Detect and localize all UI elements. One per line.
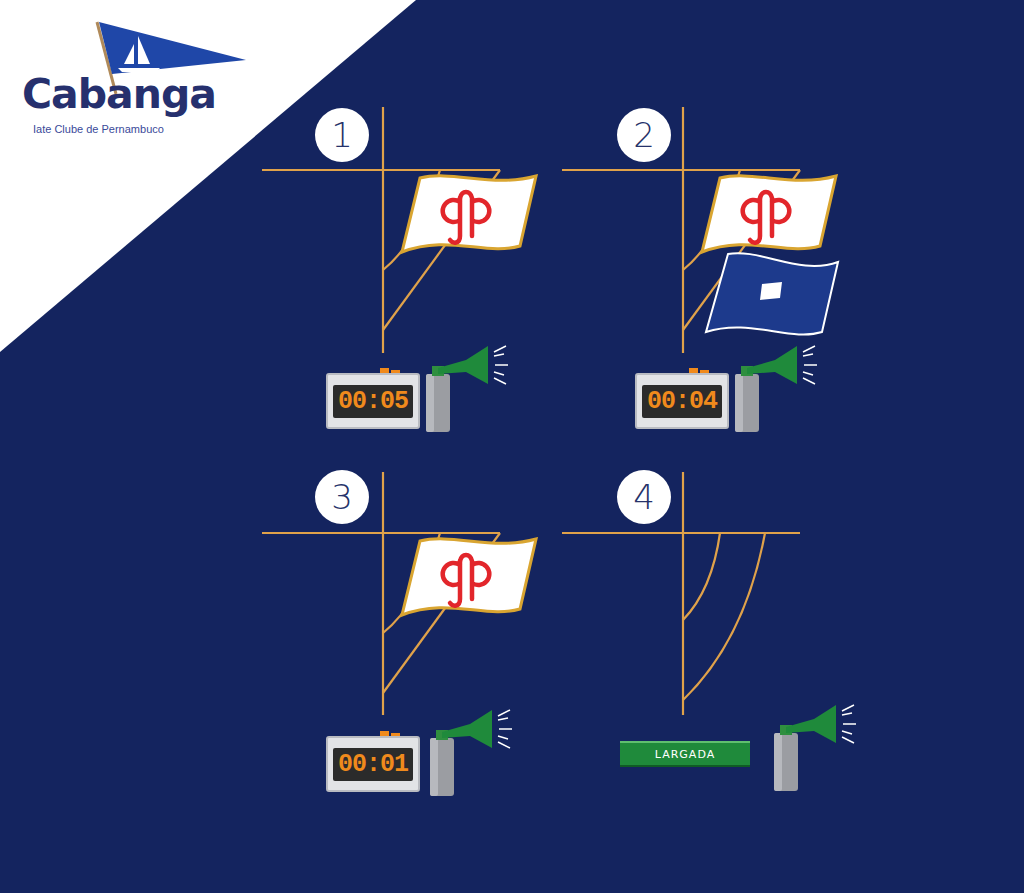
callout-number: 2 [633, 115, 655, 155]
timer-screen: 00:04 [642, 385, 722, 418]
band-label: LARGADA [655, 748, 715, 761]
logo-corner [0, 0, 416, 352]
countdown-timer: 00:04 [635, 373, 729, 429]
air-horn [430, 710, 512, 796]
timer-value: 00:05 [338, 387, 408, 416]
air-horn [774, 705, 856, 791]
callout-number: 1 [331, 115, 353, 155]
logo-text: Cabanga [22, 70, 216, 118]
timer-value: 00:01 [338, 750, 408, 779]
timer-value: 00:04 [647, 387, 717, 416]
start-band: LARGADA [620, 741, 750, 767]
preparatory-flag [706, 253, 838, 334]
p-flag [402, 539, 536, 615]
callout-number: 3 [331, 477, 353, 517]
countdown-timer: 00:05 [326, 373, 420, 429]
countdown-timer: 00:01 [326, 736, 420, 792]
step-number: 2 [617, 108, 671, 162]
callout-number: 4 [633, 477, 655, 517]
step-number: 4 [617, 470, 671, 524]
step-number: 3 [315, 470, 369, 524]
p-flag [702, 176, 836, 252]
step-number: 1 [315, 108, 369, 162]
logo-subtitle: Iate Clube de Pernambuco [33, 123, 164, 135]
timer-screen: 00:01 [333, 748, 413, 781]
timer-screen: 00:05 [333, 385, 413, 418]
air-horn [426, 346, 508, 432]
air-horn [735, 346, 817, 432]
p-flag [402, 176, 536, 252]
